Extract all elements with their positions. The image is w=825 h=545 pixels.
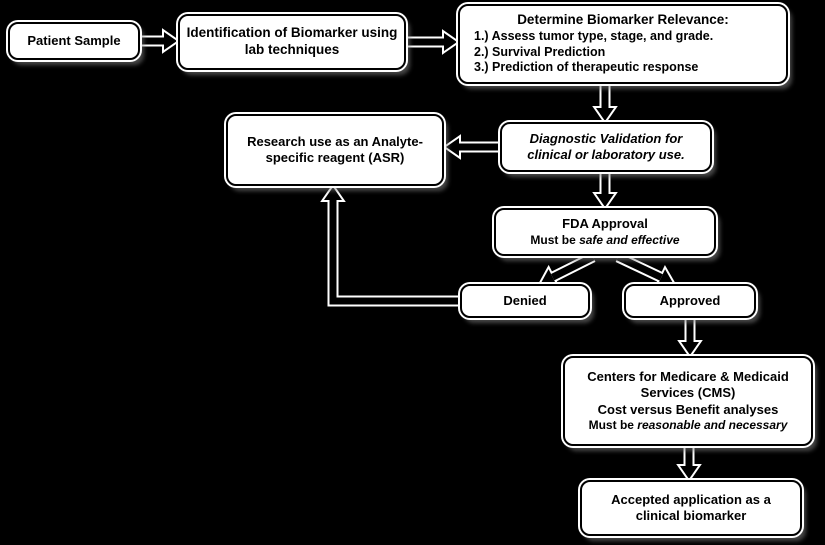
fda-title: FDA Approval	[562, 216, 648, 232]
relevance-item-1: 1.) Assess tumor type, stage, and grade.	[474, 29, 714, 43]
node-fda-approval: FDA Approval Must be safe and effective	[494, 208, 716, 256]
accepted-label: Accepted application as a clinical bioma…	[611, 491, 771, 523]
fda-subtitle: Must be safe and effective	[530, 233, 679, 248]
node-approved: Approved	[624, 284, 756, 318]
cms-line1: Centers for Medicare & Medicaid Services…	[587, 369, 789, 401]
cms-line2: Cost versus Benefit analyses	[597, 401, 779, 417]
node-cms: Centers for Medicare & Medicaid Services…	[563, 356, 813, 446]
cms-line3: Must be reasonable and necessary	[589, 418, 788, 433]
node-patient-sample: Patient Sample	[8, 22, 140, 60]
node-determine-relevance: Determine Biomarker Relevance: 1.) Asses…	[458, 4, 788, 84]
relevance-item-2: 2.) Survival Prediction	[474, 44, 606, 59]
cms-line3-italic: reasonable and necessary	[637, 417, 788, 432]
node-asr: Research use as an Analyte-specific reag…	[226, 114, 444, 186]
node-accepted: Accepted application as a clinical bioma…	[580, 480, 802, 536]
relevance-item-3: 3.) Prediction of therapeutic response	[474, 60, 699, 75]
fda-subtitle-italic: safe and effective	[579, 232, 680, 247]
identification-label: Identification of Biomarker using lab te…	[186, 25, 398, 57]
diagnostic-validation-label: Diagnostic Validation for clinical or la…	[527, 130, 685, 162]
denied-label: Denied	[503, 292, 547, 308]
relevance-title: Determine Biomarker Relevance:	[517, 12, 729, 28]
node-identification: Identification of Biomarker using lab te…	[178, 14, 406, 70]
relevance-list: 1.) Assess tumor type, stage, and grade.…	[466, 29, 780, 76]
node-denied: Denied	[460, 284, 590, 318]
cms-line3-prefix: Must be	[588, 417, 638, 432]
fda-subtitle-prefix: Must be	[530, 232, 580, 247]
patient-sample-label: Patient Sample	[27, 32, 121, 48]
approved-label: Approved	[659, 292, 721, 308]
node-diagnostic-validation: Diagnostic Validation for clinical or la…	[500, 122, 712, 172]
asr-label: Research use as an Analyte-specific reag…	[247, 133, 423, 165]
